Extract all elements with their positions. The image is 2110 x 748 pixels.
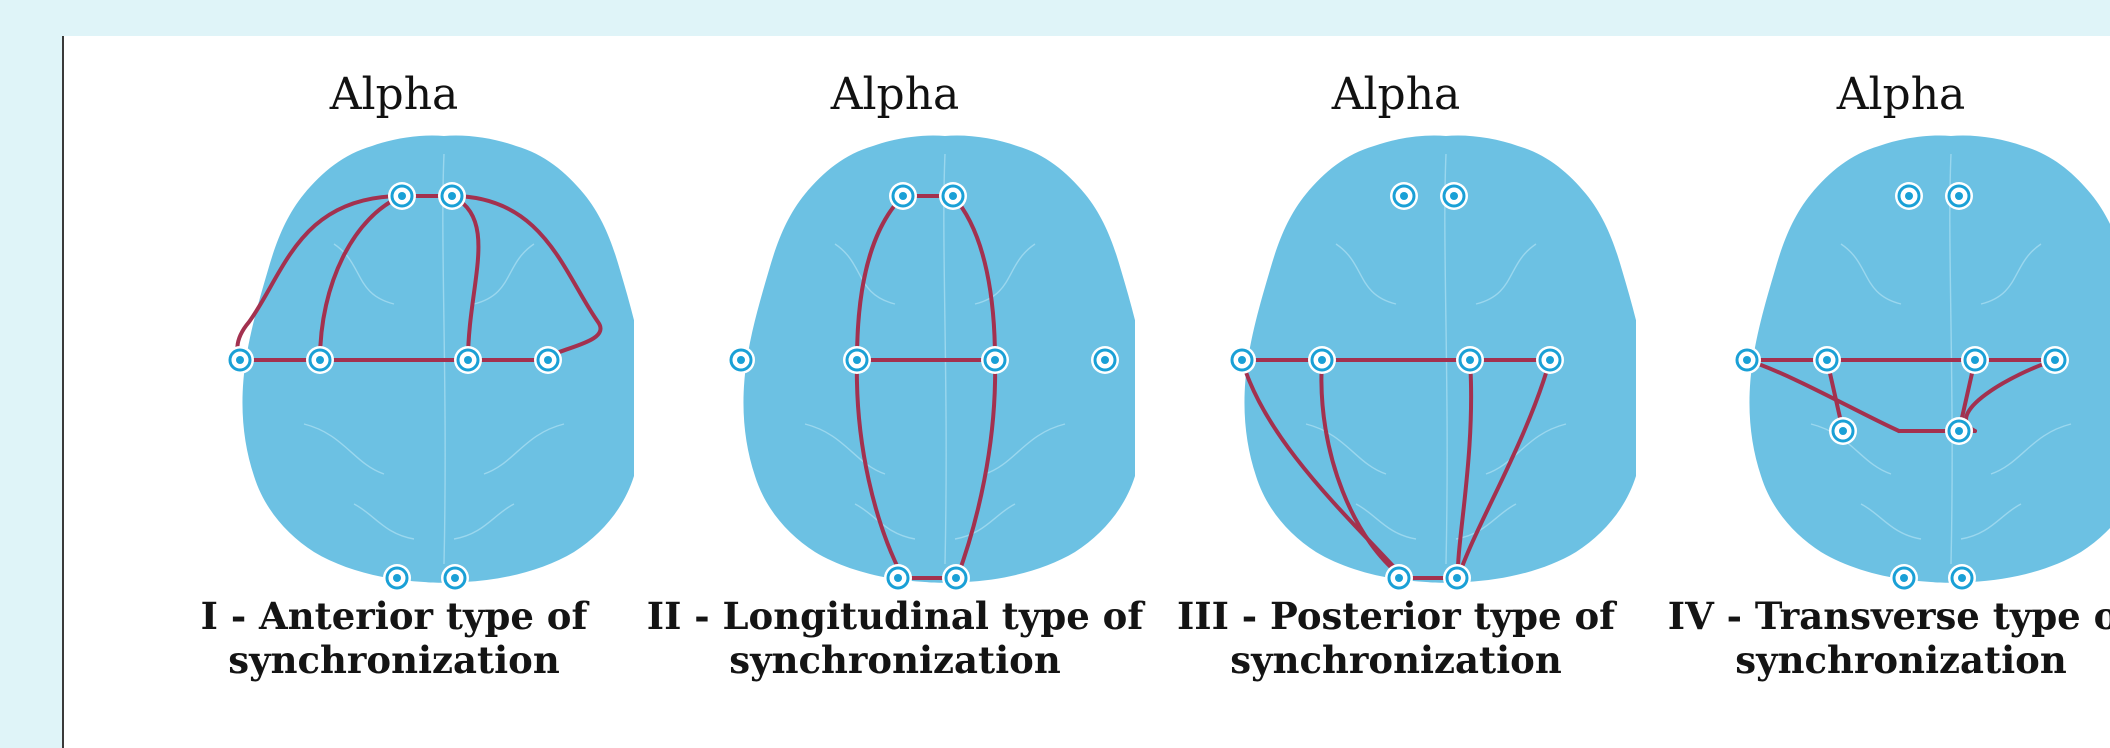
panel-longitudinal: Alpha II - Longitudinal type of synchron… [655, 36, 1135, 748]
electrode-icon [884, 564, 912, 592]
electrode-icon [1895, 182, 1923, 210]
caption-line-2: synchronization [1631, 638, 2110, 682]
panel-title: Alpha [154, 69, 634, 120]
panel-caption: I - Anterior type of synchronization [124, 594, 664, 682]
brain-group [1228, 135, 1636, 592]
electrode-icon [1945, 417, 1973, 445]
panel-caption: III - Posterior type of synchronization [1126, 594, 1666, 682]
electrode-icon [1443, 564, 1471, 592]
brain-diagram-anterior [154, 124, 634, 594]
electrode-icon [1829, 417, 1857, 445]
brain-diagram-posterior [1156, 124, 1636, 594]
electrode-icon [1308, 346, 1336, 374]
electrode-icon [1390, 182, 1418, 210]
electrode-icon [939, 182, 967, 210]
electrode-icon [1813, 346, 1841, 374]
panel-title: Alpha [1661, 69, 2110, 120]
brain-group [1733, 135, 2110, 592]
electrode-icon [1945, 182, 1973, 210]
caption-line-2: synchronization [625, 638, 1165, 682]
caption-line-2: synchronization [1126, 638, 1666, 682]
electrode-icon [383, 564, 411, 592]
caption-line-1: IV - Transverse type of [1631, 594, 2110, 638]
brain-diagram-transverse [1661, 124, 2110, 594]
electrode-icon [1536, 346, 1564, 374]
electrode-icon [1456, 346, 1484, 374]
panel-caption: II - Longitudinal type of synchronizatio… [625, 594, 1165, 682]
caption-line-1: III - Posterior type of [1126, 594, 1666, 638]
electrode-icon [388, 182, 416, 210]
panel-title: Alpha [655, 69, 1135, 120]
electrode-icon [727, 346, 755, 374]
brain-group [727, 135, 1135, 592]
caption-line-2: synchronization [124, 638, 664, 682]
electrode-icon [454, 346, 482, 374]
brain-group [226, 135, 634, 592]
electrode-icon [226, 346, 254, 374]
electrode-icon [981, 346, 1009, 374]
electrode-icon [306, 346, 334, 374]
electrode-icon [942, 564, 970, 592]
electrode-icon [1385, 564, 1413, 592]
caption-line-1: II - Longitudinal type of [625, 594, 1165, 638]
electrode-icon [1091, 346, 1119, 374]
brain-diagram-longitudinal [655, 124, 1135, 594]
electrode-icon [889, 182, 917, 210]
panel-transverse: Alpha IV - Transverse type of synchroniz… [1661, 36, 2110, 748]
electrode-icon [441, 564, 469, 592]
panel-caption: IV - Transverse type of synchronization [1631, 594, 2110, 682]
electrode-icon [1948, 564, 1976, 592]
electrode-icon [1440, 182, 1468, 210]
electrode-icon [843, 346, 871, 374]
electrode-icon [1890, 564, 1918, 592]
caption-line-1: I - Anterior type of [124, 594, 664, 638]
diagram-canvas: Alpha I - Anterior type of synchronizati… [62, 36, 2110, 748]
electrode-icon [438, 182, 466, 210]
electrode-icon [1733, 346, 1761, 374]
panel-title: Alpha [1156, 69, 1636, 120]
panel-anterior: Alpha I - Anterior type of synchronizati… [154, 36, 634, 748]
panel-posterior: Alpha III - Posterior type of synchroniz… [1156, 36, 1636, 748]
electrode-icon [1228, 346, 1256, 374]
electrode-icon [534, 346, 562, 374]
electrode-icon [2041, 346, 2069, 374]
electrode-icon [1961, 346, 1989, 374]
